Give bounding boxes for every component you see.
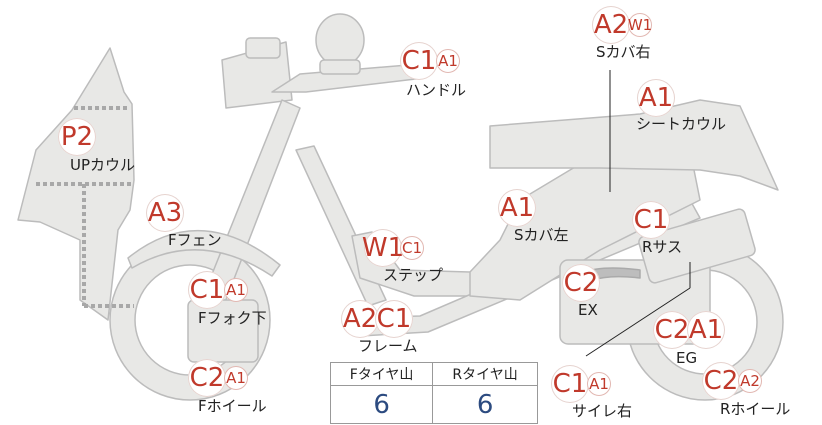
up-cowl-shape [17,47,135,321]
part-label: Fフェン [168,231,222,249]
part-front-fork-lower: C1 A1 [188,271,248,309]
part-handle: C1 A1 [400,42,460,80]
rating-badge: A2 [738,369,762,393]
part-label: ステップ [383,266,444,284]
rating-badge: A2 [592,6,630,44]
rating-badge: C2 [188,359,226,397]
rear-tread-header: Rタイヤ山 [432,361,538,387]
part-label: Fホイール [198,397,267,415]
rating-badge: P2 [58,118,96,156]
rating-badge: C1 [400,42,438,80]
rear-tread-value: 6 [432,385,538,424]
rating-badge: C2 [702,362,740,400]
rating-badge: C1 [632,201,670,239]
rating-badge: C2 [562,264,600,302]
part-label: Rホイール [720,400,791,418]
rating-badge: W1 [628,13,652,37]
part-engine: C2 A1 [653,311,725,349]
front-fender-shape [127,230,281,277]
part-seat-cowl: A1 [637,79,675,117]
rating-badge: A1 [224,366,248,390]
part-label: サイレ右 [572,402,633,420]
part-frame: A2 C1 [341,300,413,338]
part-exhaust: C2 [562,264,600,302]
rating-badge: C1 [551,365,589,403]
tire-tread-table: Fタイヤ山 Rタイヤ山 6 6 [329,361,538,424]
part-s-cover-left: A1 [498,189,536,227]
part-s-cover-right: A2 W1 [592,6,652,44]
rear-shock-shape [638,208,756,284]
rating-badge: C1 [188,271,226,309]
part-rear-wheel: C2 A2 [702,362,762,400]
part-front-fender: A3 [146,194,184,232]
part-label: フレーム [358,337,418,355]
part-label: Sカバ右 [596,43,651,61]
part-label: ハンドル [406,81,467,99]
front-tread-header: Fタイヤ山 [329,361,434,387]
rating-badge: A2 [341,300,379,338]
rating-badge: A3 [146,194,184,232]
part-label: Rサス [642,238,683,256]
part-silencer-right: C1 A1 [551,365,611,403]
front-tread-value: 6 [329,385,434,424]
rating-badge: A1 [637,79,675,117]
rating-badge: C1 [375,300,413,338]
part-label: Sカバ左 [514,226,569,244]
rating-badge: C1 [400,236,424,260]
part-rear-suspension: C1 [632,201,670,239]
rating-badge: C2 [653,311,691,349]
part-label: UPカウル [70,156,136,174]
part-label: EX [578,301,598,319]
rating-badge: W1 [362,229,404,267]
part-up-cowl: P2 [58,118,96,156]
rating-badge: A1 [687,311,725,349]
part-front-wheel: C2 A1 [188,359,248,397]
rating-badge: A1 [436,49,460,73]
part-label: Fフォク下 [198,309,267,327]
part-step: W1 C1 [362,229,424,267]
rating-badge: A1 [587,372,611,396]
rating-badge: A1 [498,189,536,227]
part-label: EG [676,349,698,367]
rating-badge: A1 [224,278,248,302]
part-label: シートカウル [636,115,727,133]
